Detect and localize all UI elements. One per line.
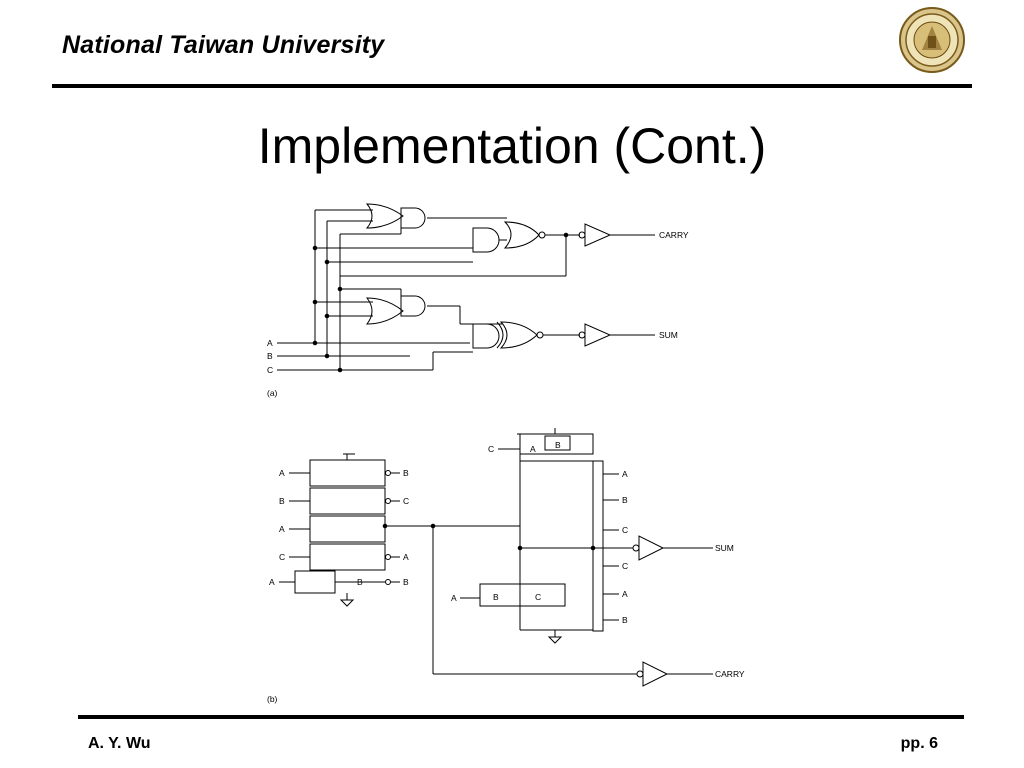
transistor-circuit-b: A B A C A B C A B B CARRY C A B: [267, 428, 745, 704]
carry-b-label: CARRY: [715, 669, 745, 679]
top-a-label: A: [530, 444, 536, 454]
rc-label-3: C: [622, 525, 628, 535]
input-a-label: A: [267, 338, 273, 348]
institution-name: National Taiwan University: [62, 31, 385, 59]
sum-b-label: SUM: [715, 543, 734, 553]
gate-circuit-a: A B C CARRY SUM (a): [267, 203, 689, 398]
university-seal-icon: [899, 7, 965, 73]
left-label-3: A: [279, 524, 285, 534]
right-label-4: A: [403, 552, 409, 562]
top-c-label: C: [488, 444, 494, 454]
right-label-2: C: [403, 496, 409, 506]
caption-b: (b): [267, 694, 278, 704]
footer-rule: [78, 715, 964, 719]
right-label-1: B: [403, 468, 409, 478]
page-number: pp. 6: [900, 735, 938, 752]
bottom-b-label: B: [493, 592, 499, 602]
input-c-label: C: [267, 365, 273, 375]
full-adder-diagram: A B C CARRY SUM (a) A B A C: [267, 203, 745, 704]
caption-a: (a): [267, 388, 278, 398]
carry-output-label: CARRY: [659, 230, 689, 240]
rc-label-6: B: [622, 615, 628, 625]
rc-label-5: A: [622, 589, 628, 599]
left-label-1: A: [279, 468, 285, 478]
slide-title: Implementation (Cont.): [257, 118, 767, 174]
left-label-2: B: [279, 496, 285, 506]
author-name: A. Y. Wu: [88, 735, 151, 752]
sum-output-label: SUM: [659, 330, 678, 340]
bottom-c-label: C: [535, 592, 541, 602]
top-b-label: B: [555, 440, 561, 450]
right-label-5: B: [403, 577, 409, 587]
left-label-5: A: [269, 577, 275, 587]
rc-label-1: A: [622, 469, 628, 479]
bottom-a-label: A: [451, 593, 457, 603]
parallel-b-label: B: [357, 577, 363, 587]
rc-label-2: B: [622, 495, 628, 505]
input-b-label: B: [267, 351, 273, 361]
header-rule: [52, 84, 972, 88]
rc-label-4: C: [622, 561, 628, 571]
left-label-4: C: [279, 552, 285, 562]
